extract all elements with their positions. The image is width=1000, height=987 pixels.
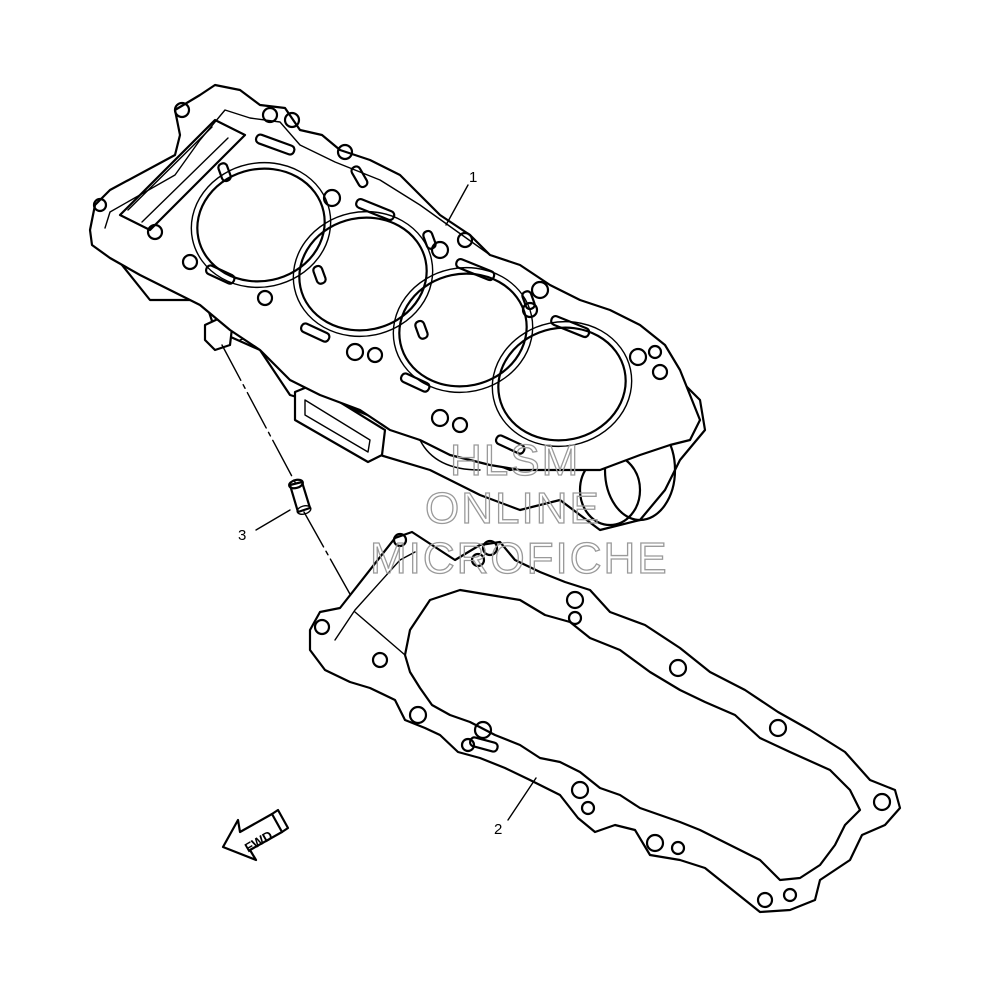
bore-1 — [196, 167, 326, 283]
gasket-outer — [308, 530, 902, 914]
cylinder-deck — [88, 83, 702, 472]
watermark-line-3: MICROFICHE — [370, 534, 669, 583]
arrow-icon — [221, 812, 284, 862]
watermark-line-2: ONLINE — [425, 484, 601, 533]
callout-label-3: 3 — [238, 527, 246, 544]
cylinder-gasket[interactable] — [308, 530, 902, 914]
bore-2 — [298, 216, 428, 332]
coolant-slots — [204, 133, 591, 455]
fwd-arrow: FWD — [221, 808, 290, 862]
callout-2[interactable]: 2 — [494, 777, 537, 838]
gasket-holes — [313, 532, 892, 909]
stud-holes — [92, 101, 669, 434]
watermark: HLSM ONLINE MICROFICHE — [369, 435, 669, 583]
bore-4 — [497, 326, 627, 442]
callout-label-2: 2 — [494, 821, 502, 838]
dowel-pin[interactable] — [288, 478, 312, 515]
cylinder-block[interactable] — [88, 83, 707, 532]
callout-1[interactable]: 1 — [445, 169, 477, 226]
cam-chain-tunnel — [118, 118, 247, 232]
callout-3[interactable]: 3 — [238, 509, 291, 544]
watermark-line-1: HLSM — [450, 436, 580, 485]
callout-label-1: 1 — [469, 169, 477, 186]
alignment-line — [221, 344, 297, 485]
